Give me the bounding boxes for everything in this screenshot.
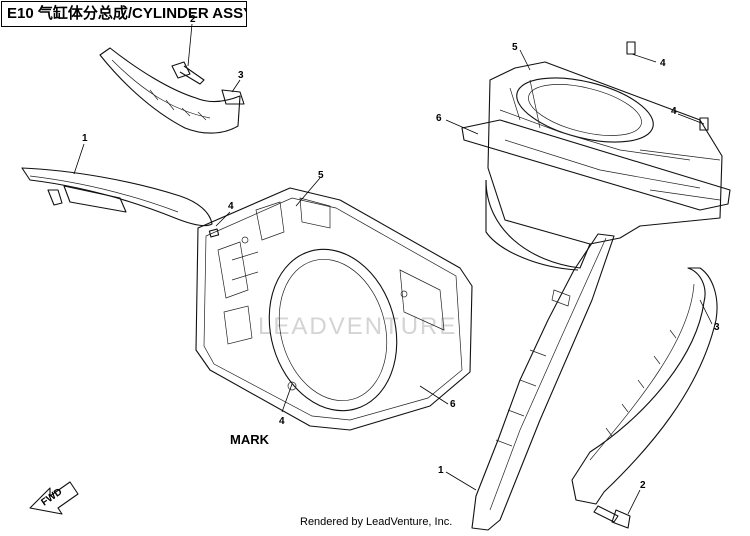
callout-4-right-b: 4: [671, 106, 677, 117]
footer-credit: Rendered by LeadVenture, Inc.: [300, 516, 453, 528]
fwd-label: FWD: [39, 486, 64, 508]
callout-3-top: 3: [238, 70, 244, 81]
bolt-top: [171, 61, 205, 85]
cylinder-gasket-right: [461, 119, 731, 211]
dowel-pins-right: [626, 41, 709, 131]
callout-5-right: 5: [512, 42, 518, 53]
callout-3-right: 3: [714, 322, 720, 333]
forward-arrow-icon: FWD: [29, 481, 79, 515]
callout-numbers: 1 2 3 4 5 4 6 5 4 6 4 3 1 2: [82, 14, 720, 491]
callout-1-top: 1: [82, 133, 88, 144]
chain-guide-long: [471, 233, 615, 531]
dowel-pin-mid: [208, 228, 220, 238]
callout-6-right: 6: [436, 113, 442, 124]
leader-lines: [73, 23, 713, 515]
diagram-title: E10 气缸体分总成/CYLINDER ASSY: [1, 1, 247, 27]
chain-guide-left: [21, 167, 213, 227]
mark-label: MARK: [230, 432, 270, 447]
chain-tensioner-shoe-right: [571, 267, 718, 505]
callout-4-right-a: 4: [660, 58, 666, 69]
callout-1-bottom: 1: [438, 465, 444, 476]
cylinder-block-right: [485, 61, 723, 271]
callout-4-mid: 4: [228, 201, 234, 212]
bolt-bottom: [593, 505, 631, 529]
callout-6-mid: 6: [450, 399, 456, 410]
watermark: LEADVENTURE: [258, 313, 457, 340]
cylinder-block-front: [195, 187, 473, 431]
callout-5-mid: 5: [318, 170, 324, 181]
callout-2-bottom: 2: [640, 480, 646, 491]
callout-2-top: 2: [190, 14, 196, 25]
callout-4-mark: 4: [279, 416, 285, 427]
chain-tensioner-shoe-top: [99, 47, 245, 134]
